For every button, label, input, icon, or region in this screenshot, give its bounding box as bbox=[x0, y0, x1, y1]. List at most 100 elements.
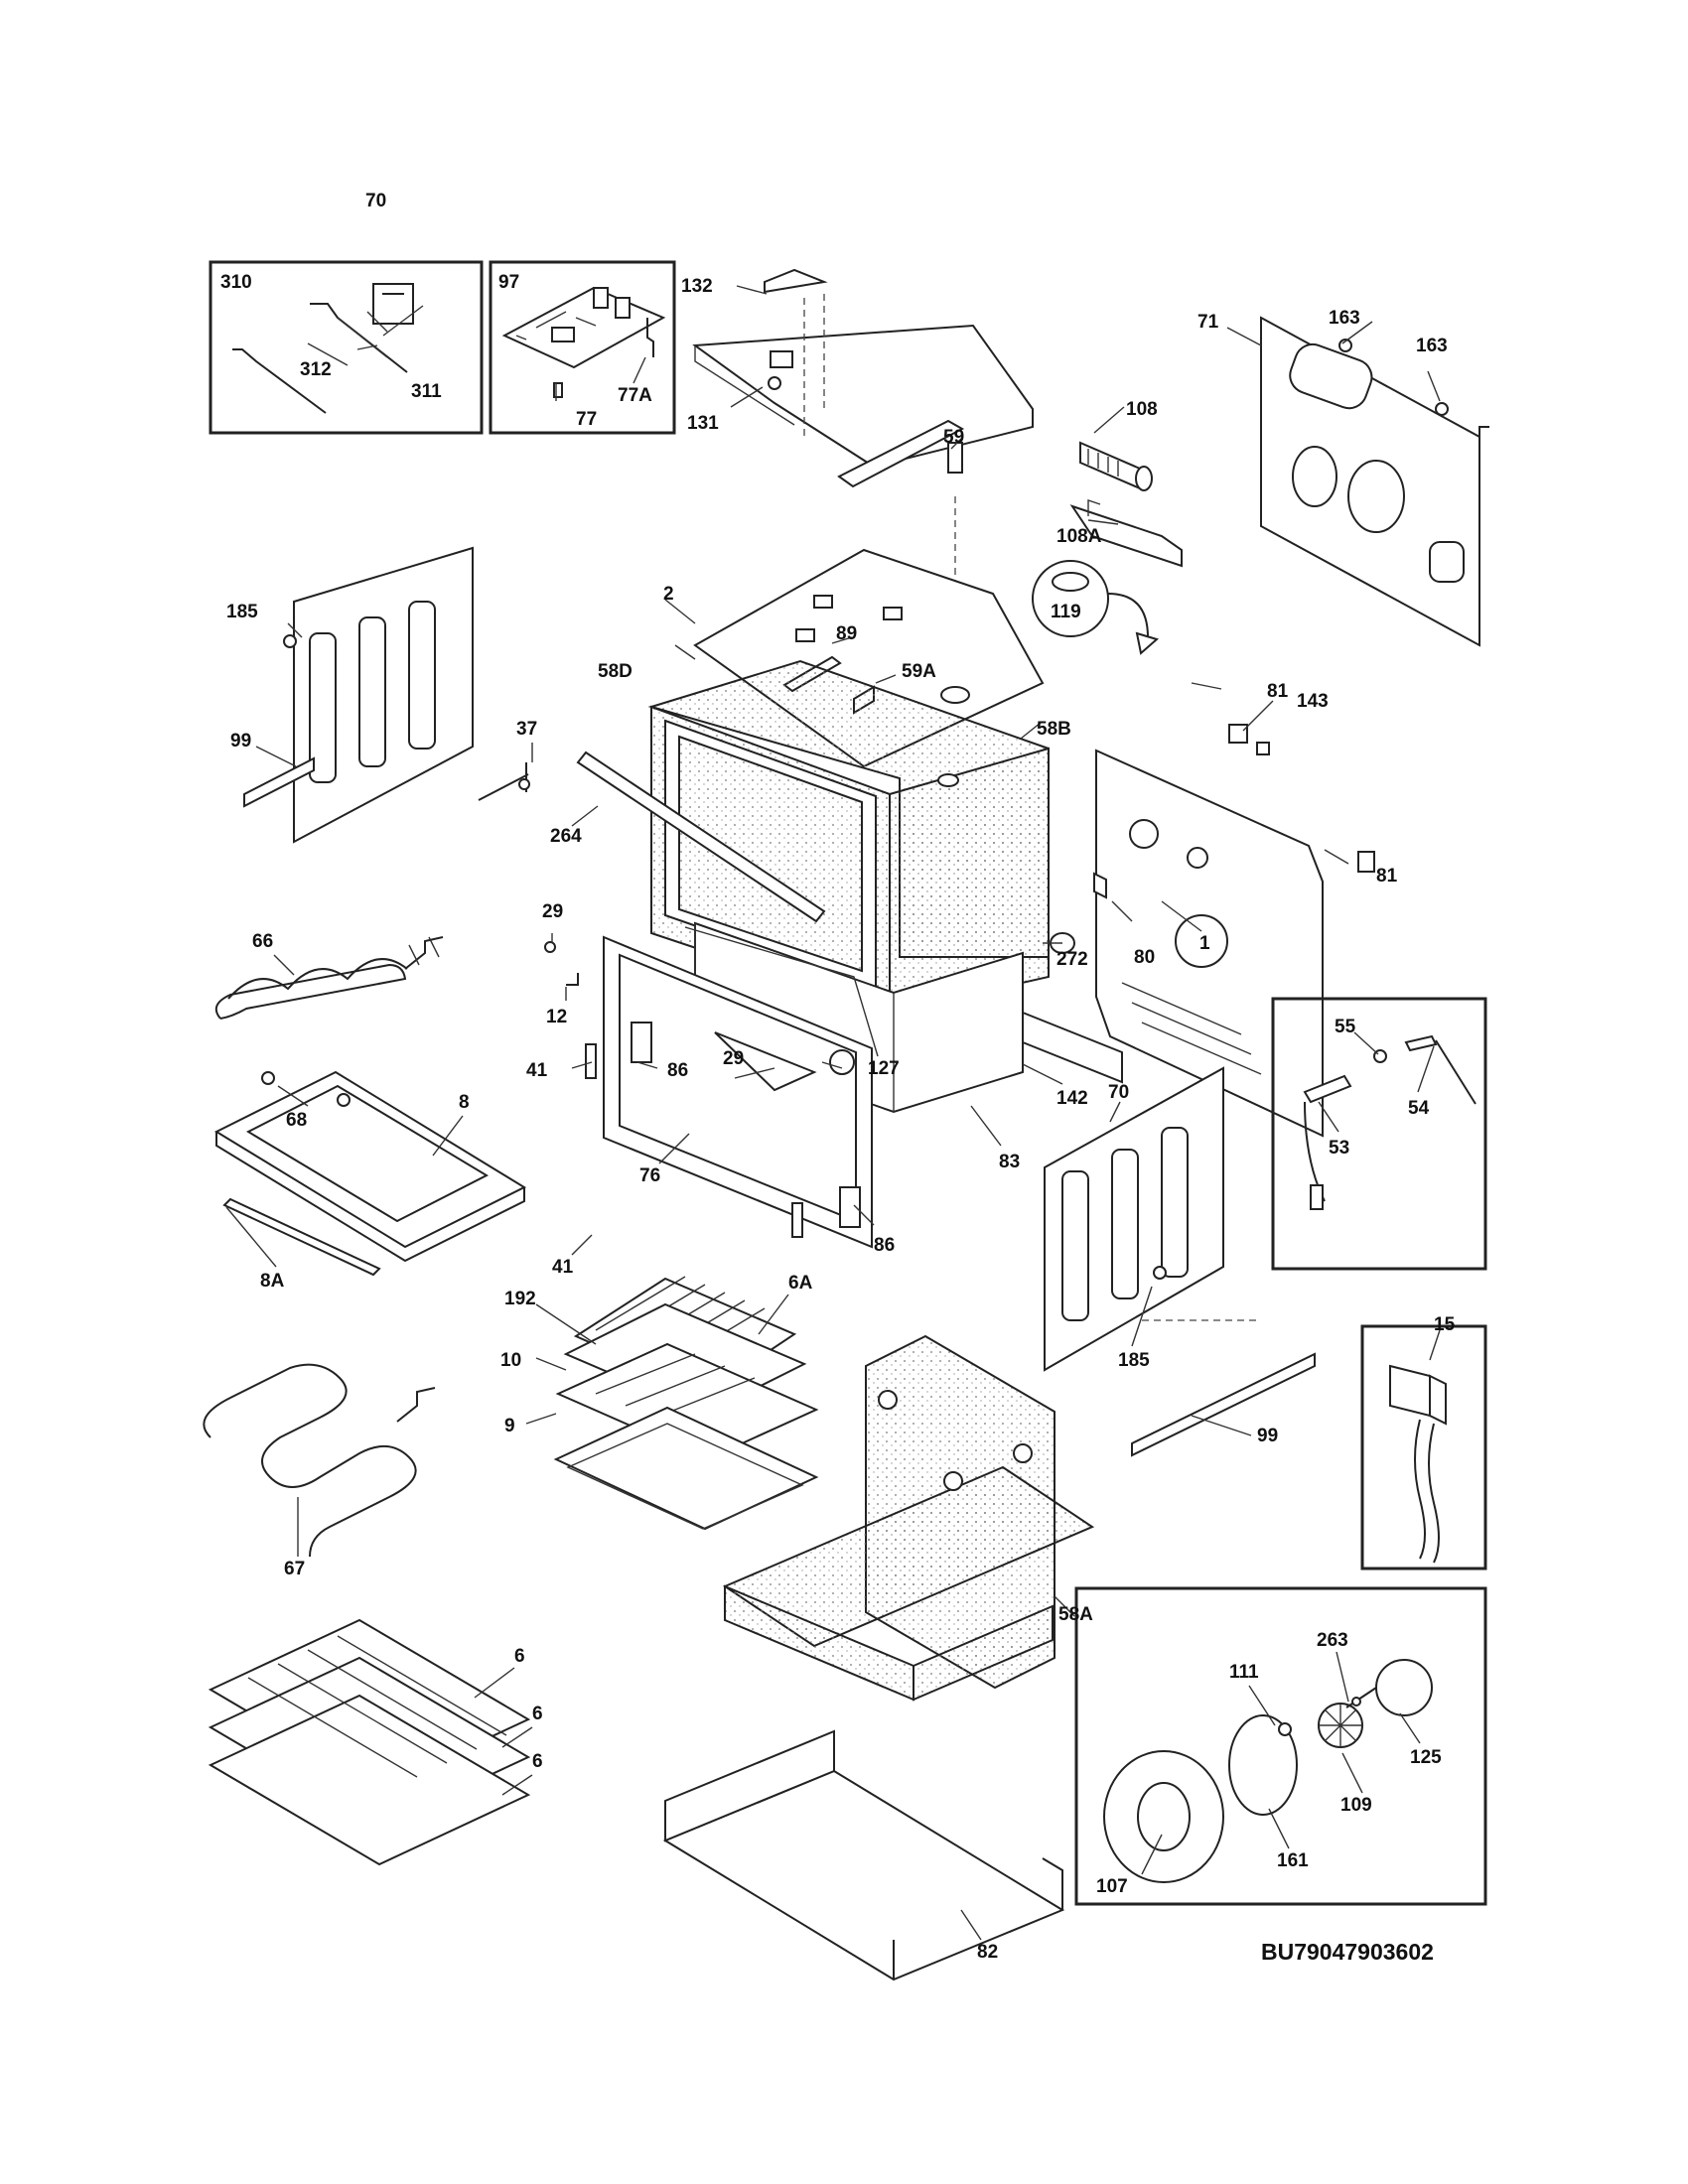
callout-127: 127 bbox=[868, 1058, 900, 1079]
callout-12: 12 bbox=[546, 1007, 567, 1027]
callout-119: 119 bbox=[1051, 602, 1081, 622]
callout-53: 53 bbox=[1329, 1138, 1349, 1159]
vent-duct-59 bbox=[837, 419, 965, 645]
broil-element-66 bbox=[214, 936, 444, 1020]
callout-29-top: 29 bbox=[542, 901, 563, 922]
callout-76: 76 bbox=[639, 1165, 660, 1186]
broil-pan-8 bbox=[213, 1070, 527, 1277]
callout-263: 263 bbox=[1317, 1630, 1348, 1651]
callout-68: 68 bbox=[286, 1110, 307, 1131]
callout-108a: 108A bbox=[1056, 526, 1102, 547]
callout-86-bottom: 86 bbox=[874, 1235, 895, 1256]
inset-control-board-97 bbox=[489, 260, 676, 435]
callout-6-a: 6 bbox=[514, 1646, 525, 1667]
inset-sensor-53 bbox=[1271, 997, 1487, 1271]
callout-185-right: 185 bbox=[1118, 1350, 1150, 1371]
callout-131: 131 bbox=[687, 413, 719, 434]
callout-9: 9 bbox=[504, 1416, 515, 1436]
callout-37: 37 bbox=[516, 719, 537, 740]
callout-29-mid: 29 bbox=[723, 1048, 744, 1069]
rear-panel-71 bbox=[1260, 316, 1489, 647]
callout-163-a: 163 bbox=[1329, 308, 1360, 329]
trim-264 bbox=[576, 751, 826, 923]
callout-67: 67 bbox=[284, 1559, 305, 1579]
callout-99-left: 99 bbox=[230, 731, 251, 751]
callout-66: 66 bbox=[252, 931, 273, 952]
callout-2: 2 bbox=[663, 584, 674, 605]
callout-161: 161 bbox=[1277, 1850, 1309, 1871]
callout-55: 55 bbox=[1335, 1017, 1356, 1037]
callout-8a: 8A bbox=[260, 1271, 285, 1292]
top-cover-131 bbox=[692, 268, 1034, 469]
callout-264: 264 bbox=[550, 826, 582, 847]
bottom-tray-82 bbox=[662, 1729, 1065, 1981]
callout-311: 311 bbox=[411, 381, 442, 402]
hardware-29-12 bbox=[544, 941, 579, 986]
rack-6 bbox=[208, 1618, 531, 1866]
callout-192: 192 bbox=[504, 1289, 536, 1309]
inset-convection-fan bbox=[1074, 1586, 1487, 1906]
callout-41-top: 41 bbox=[526, 1060, 548, 1081]
callout-310: 310 bbox=[220, 272, 252, 293]
callout-41-bottom: 41 bbox=[552, 1257, 574, 1278]
callout-99-right: 99 bbox=[1257, 1426, 1278, 1446]
leader-lines bbox=[225, 285, 1441, 1941]
callout-8: 8 bbox=[459, 1092, 470, 1113]
callout-143: 143 bbox=[1297, 691, 1329, 712]
inset-wire-310 bbox=[209, 260, 484, 435]
callout-80: 80 bbox=[1134, 947, 1155, 968]
side-panel-70-right bbox=[1044, 1066, 1316, 1457]
callout-109: 109 bbox=[1340, 1795, 1372, 1816]
callout-82: 82 bbox=[977, 1942, 998, 1963]
callout-59a: 59A bbox=[902, 661, 936, 682]
callout-163-b: 163 bbox=[1416, 336, 1448, 356]
callout-70-left: 70 bbox=[365, 191, 386, 211]
callout-58a: 58A bbox=[1058, 1604, 1093, 1625]
callout-77a: 77A bbox=[618, 385, 652, 406]
callout-15: 15 bbox=[1434, 1314, 1456, 1335]
rear-wall-1 bbox=[1050, 724, 1375, 1138]
callout-54: 54 bbox=[1408, 1098, 1430, 1119]
callout-77: 77 bbox=[576, 409, 597, 430]
thermostat-119 bbox=[1032, 560, 1160, 655]
callout-59: 59 bbox=[943, 427, 964, 448]
callout-58b: 58B bbox=[1037, 719, 1071, 740]
callout-111: 111 bbox=[1229, 1662, 1259, 1683]
callout-86-top: 86 bbox=[667, 1060, 688, 1081]
callout-81-top: 81 bbox=[1267, 681, 1289, 702]
inset-light-15 bbox=[1360, 1324, 1487, 1570]
callout-312: 312 bbox=[300, 359, 332, 380]
callout-272: 272 bbox=[1056, 949, 1088, 970]
drawing-number: BU79047903602 bbox=[1261, 1939, 1434, 1965]
callout-70-right: 70 bbox=[1108, 1082, 1129, 1103]
bottom-insulation-58a bbox=[722, 1334, 1095, 1702]
callout-83: 83 bbox=[999, 1152, 1020, 1172]
callout-185-left: 185 bbox=[226, 602, 258, 622]
pan-9 bbox=[553, 1406, 819, 1531]
callout-142: 142 bbox=[1056, 1088, 1088, 1109]
callout-132: 132 bbox=[681, 276, 713, 297]
callout-125: 125 bbox=[1410, 1747, 1442, 1768]
sensor-37 bbox=[478, 762, 530, 801]
hinge-86 bbox=[585, 1022, 861, 1238]
blower-108 bbox=[1069, 441, 1183, 568]
callout-1: 1 bbox=[1199, 933, 1210, 954]
callout-6-b: 6 bbox=[532, 1704, 543, 1724]
callout-107: 107 bbox=[1096, 1876, 1128, 1897]
callout-108: 108 bbox=[1126, 399, 1158, 420]
callout-81-bottom: 81 bbox=[1376, 866, 1398, 887]
callout-labels: 310 312 311 97 77 77A 132 131 59 163 163… bbox=[220, 191, 1456, 1963]
callout-6a: 6A bbox=[788, 1273, 813, 1294]
callout-89: 89 bbox=[836, 623, 857, 644]
callout-97: 97 bbox=[498, 272, 519, 293]
oven-insulation-58 bbox=[647, 659, 1050, 1114]
callout-10: 10 bbox=[500, 1350, 521, 1371]
bracket-142 bbox=[1022, 1011, 1123, 1084]
callout-58d: 58D bbox=[598, 661, 633, 682]
bake-element-67 bbox=[203, 1363, 436, 1558]
callout-6-c: 6 bbox=[532, 1751, 543, 1772]
callout-71: 71 bbox=[1197, 312, 1219, 333]
door-frame-76 bbox=[603, 926, 879, 1249]
side-panel-70-left bbox=[243, 546, 474, 844]
